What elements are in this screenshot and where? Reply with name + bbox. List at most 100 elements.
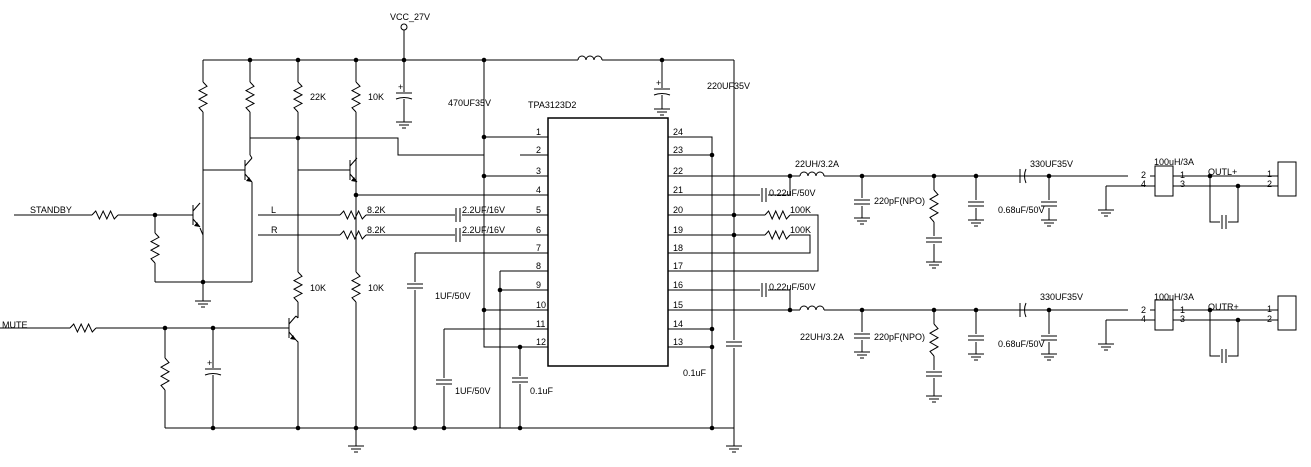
- c-330uf-top-label: 330UF35V: [1030, 159, 1073, 169]
- conn-top-pin-1: 1: [1267, 169, 1272, 179]
- junction-dot: [859, 307, 865, 313]
- junction-dot: [1046, 173, 1052, 179]
- capacitor-plate: [1024, 302, 1027, 318]
- polarity-mark: +: [656, 78, 661, 88]
- chip-right-pin-number: 16: [673, 280, 683, 290]
- chip-right-pin-number: 22: [673, 166, 683, 176]
- junction-dot: [481, 57, 487, 63]
- resistor-symbol: [928, 189, 940, 223]
- resistor-symbol: [69, 322, 97, 334]
- output-connector: [1277, 295, 1297, 331]
- junction-dot: [709, 425, 715, 431]
- junction-dot: [931, 307, 937, 313]
- l-22uh-bot-label: 22UH/3.2A: [800, 332, 844, 342]
- c-068uf-bot-label: 0.68uF/50V: [998, 339, 1045, 349]
- r-100k-a-label: 100K: [790, 205, 811, 215]
- junction-dot: [1235, 183, 1241, 189]
- junction-dot: [973, 173, 979, 179]
- chip-left-pin-number: 9: [536, 280, 541, 290]
- junction-dot: [441, 425, 447, 431]
- chip-left-pin-number: 7: [536, 243, 541, 253]
- chip-left-pin-number: 11: [536, 319, 545, 329]
- c-in-l-label: 2.2UF/16V: [462, 205, 505, 215]
- wire: [483, 60, 548, 348]
- chip-right-pin-number: 18: [673, 243, 683, 253]
- junction-dot: [659, 57, 665, 63]
- tpa3123d2-chip-body: [547, 117, 669, 367]
- c-boot-top-label: 0.22uF/50V: [769, 188, 816, 198]
- c-220uf-label: 220UF35V: [707, 81, 750, 91]
- coil-top-pin-1: 1: [1180, 170, 1185, 180]
- input-r-label: R: [271, 225, 278, 235]
- c-330uf-bot-label: 330UF35V: [1040, 292, 1083, 302]
- wire: [249, 154, 253, 159]
- wire: [700, 214, 819, 272]
- inductor-symbol: [577, 55, 603, 61]
- junction-dot: [295, 57, 301, 63]
- c-boot-bot-label: 0.22uF/50V: [769, 282, 816, 292]
- chip-left-pin-number: 12: [536, 337, 546, 347]
- r-22k-label: 22K: [310, 92, 326, 102]
- junction-dot: [973, 307, 979, 313]
- resistor-symbol: [928, 323, 940, 357]
- resistor-symbol: [197, 81, 209, 113]
- transistor-arrow: [290, 335, 296, 340]
- inductor-symbol: [799, 171, 825, 177]
- junction-dot: [497, 287, 503, 293]
- output-r-label: OUTR+: [1208, 302, 1239, 312]
- resistor-symbol: [350, 81, 362, 113]
- coil-bot-pin-2: 2: [1141, 305, 1146, 315]
- coil-and-connector-pin-labels: 2 4 1 3 2 4 1 3 1 2 1 2: [1141, 169, 1272, 324]
- resistor-symbol: [764, 209, 791, 221]
- capacitor-plate: [1024, 168, 1027, 184]
- chip-left-pin-number: 6: [536, 225, 541, 235]
- capacitor-plate: [204, 373, 222, 376]
- polarity-mark: +: [398, 82, 403, 92]
- junction-dot: [481, 134, 487, 140]
- output-l-label: OUTL+: [1208, 167, 1237, 177]
- junction-dot: [517, 425, 523, 431]
- standby-label: STANDBY: [30, 205, 72, 215]
- resistor-symbol: [292, 271, 304, 303]
- junction-dot: [401, 57, 407, 63]
- junction-dot: [709, 326, 715, 332]
- junction-dot: [731, 232, 737, 238]
- r-10k-b-label: 10K: [368, 283, 384, 293]
- resistor-symbol: [764, 229, 791, 241]
- c-1uf-b-label: 1UF/50V: [455, 386, 491, 396]
- chip-right-pin-number: 24: [673, 127, 683, 137]
- junction-dot: [152, 212, 158, 218]
- l-100uh-bot-label: 100uH/3A: [1154, 292, 1194, 302]
- junction-dot: [412, 425, 418, 431]
- polarity-mark: +: [207, 358, 212, 368]
- junction-dot: [731, 212, 737, 218]
- schematic-wires: [0, 30, 1278, 440]
- transistor-arrow: [351, 177, 357, 182]
- l-100uh-top-label: 100uH/3A: [1154, 157, 1194, 167]
- schematic-components: + + +: [69, 23, 1297, 453]
- output-coil-body: [1154, 165, 1174, 197]
- output-connector: [1277, 161, 1297, 197]
- conn-bot-pin-1: 1: [1267, 304, 1272, 314]
- conn-top-pin-2: 2: [1267, 179, 1272, 189]
- junction-dot: [247, 57, 253, 63]
- wire: [250, 137, 484, 156]
- junction-dot: [1207, 173, 1213, 179]
- vcc-terminal: [400, 23, 408, 31]
- resistor-symbol: [149, 232, 161, 264]
- chip-name-label: TPA3123D2: [528, 100, 576, 110]
- junction-dots: [152, 57, 1241, 431]
- wire: [295, 339, 299, 428]
- chip-right-pin-number: 15: [673, 300, 683, 310]
- junction-dot: [481, 173, 487, 179]
- coil-bot-pin-3: 3: [1180, 314, 1185, 324]
- junction-dot: [295, 135, 301, 141]
- r-8k2-l-label: 8.2K: [367, 205, 386, 215]
- wire: [1209, 176, 1220, 223]
- transistor-arrow: [246, 177, 252, 182]
- wire: [1209, 310, 1220, 357]
- resistor-symbol: [339, 229, 367, 241]
- junction-dot: [709, 152, 715, 158]
- junction-dot: [210, 325, 216, 331]
